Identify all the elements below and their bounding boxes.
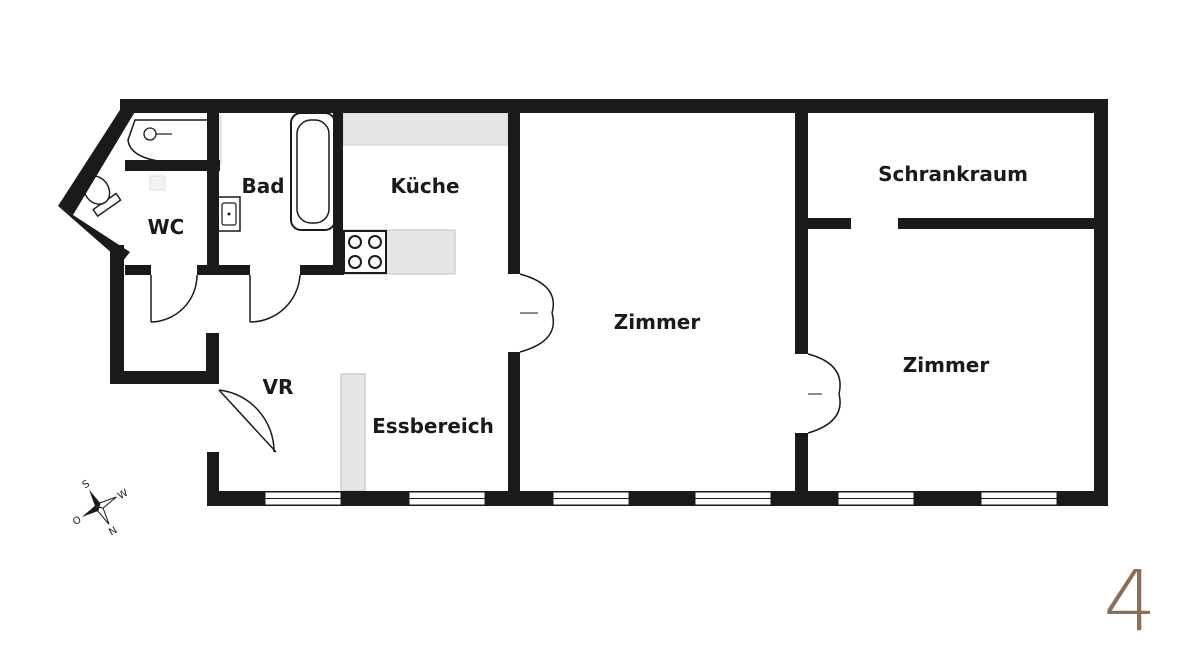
door-wc: [150, 274, 198, 323]
walls: [58, 99, 1108, 506]
room-label-zimmer: Zimmer: [614, 310, 701, 334]
shower-icon: [127, 119, 213, 191]
sink-icon: [217, 196, 241, 232]
door-zimmer-2: [807, 353, 841, 434]
bathtub-icon: [290, 112, 336, 231]
kitchen-counter-top: [342, 112, 509, 146]
room-label-essbereich: Essbereich: [372, 414, 494, 438]
compass-n: N: [107, 525, 119, 538]
bad-fixture-strip: [218, 115, 222, 165]
stove-icon: [343, 230, 387, 274]
room-label-zimmer: Zimmer: [903, 353, 990, 377]
compass-o: O: [71, 515, 83, 529]
room-label-wc: WC: [148, 215, 185, 239]
room-label-schrankraum: Schrankraum: [878, 162, 1028, 186]
room-label-vr: VR: [263, 375, 294, 399]
door-entry: [218, 389, 277, 453]
room-label-kueche: Küche: [390, 174, 459, 198]
room-label-bad: Bad: [241, 174, 284, 198]
essbereich-sideboard: [340, 373, 366, 492]
windows: [264, 491, 1058, 506]
doors: [150, 273, 841, 453]
door-zimmer-1: [519, 273, 554, 353]
door-bad: [249, 274, 301, 323]
compass-w: W: [116, 488, 130, 503]
compass-s: S: [81, 479, 92, 492]
page-number: 4: [1103, 552, 1156, 650]
compass-icon: O W S N: [71, 479, 130, 539]
